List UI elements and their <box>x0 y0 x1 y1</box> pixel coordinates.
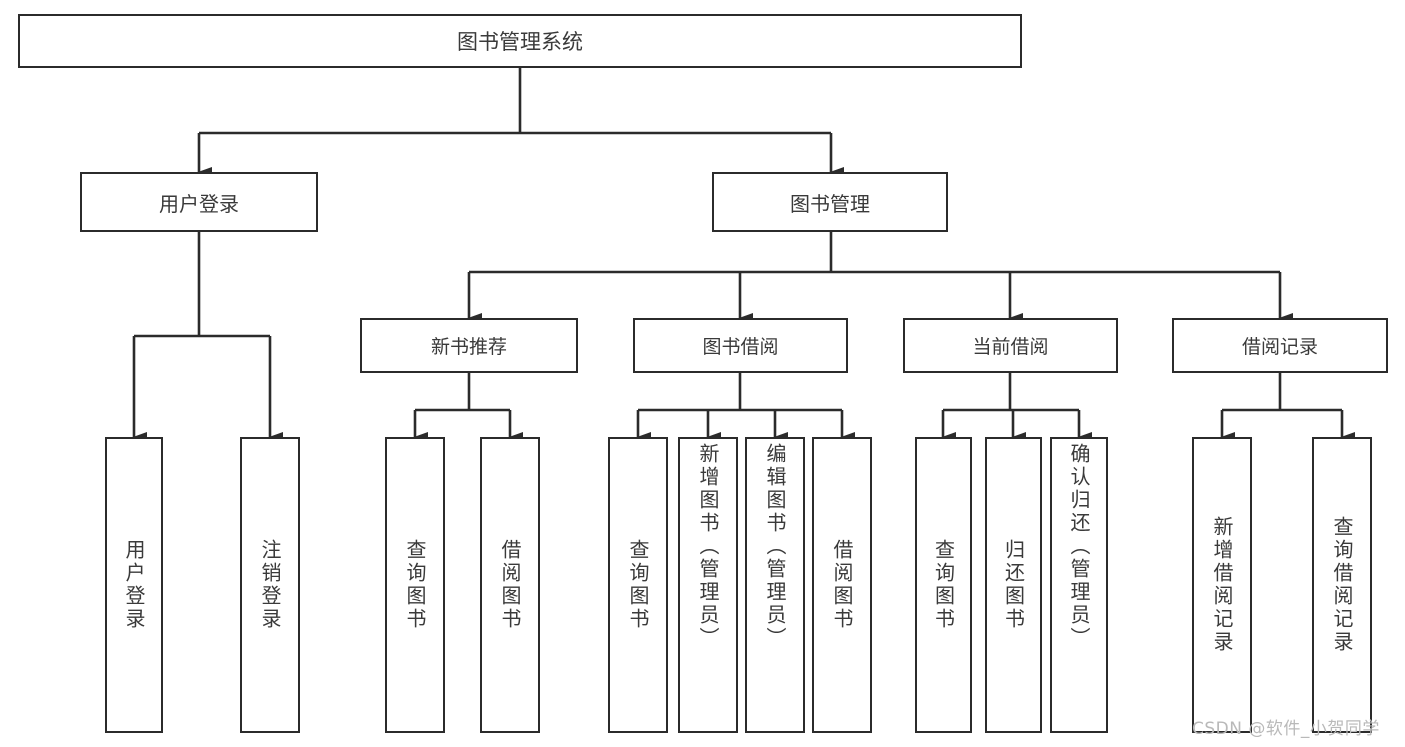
leaf-user-login-label: 用户登录 <box>122 539 146 631</box>
leaf-query-book-current-label: 查询图书 <box>931 539 956 631</box>
node-book-borrow[interactable]: 图书借阅 <box>633 318 848 373</box>
leaf-borrow-book-recommend[interactable]: 借阅图书 <box>480 437 540 733</box>
leaf-logout-label: 注销登录 <box>258 539 282 631</box>
leaf-add-borrow-record[interactable]: 新增借阅记录 <box>1192 437 1252 733</box>
leaf-query-borrow-record[interactable]: 查询借阅记录 <box>1312 437 1372 733</box>
leaf-confirm-return-admin-label: 确认归还（管理员） <box>1067 443 1091 650</box>
leaf-borrow-book-label: 借阅图书 <box>830 539 854 631</box>
leaf-query-borrow-record-label: 查询借阅记录 <box>1330 516 1354 654</box>
leaf-query-book-recommend[interactable]: 查询图书 <box>385 437 445 733</box>
leaf-add-book-admin-label: 新增图书（管理员） <box>696 443 720 650</box>
leaf-query-book-recommend-label: 查询图书 <box>403 539 427 631</box>
node-current-borrow-label: 当前借阅 <box>972 336 1049 358</box>
leaf-borrow-book[interactable]: 借阅图书 <box>812 437 872 733</box>
leaf-query-book-borrow-label: 查询图书 <box>626 539 650 631</box>
node-new-book-recommend[interactable]: 新书推荐 <box>360 318 578 373</box>
node-book-borrow-label: 图书借阅 <box>702 336 779 358</box>
leaf-query-book-current[interactable]: 查询图书 <box>915 437 972 733</box>
leaf-confirm-return-admin[interactable]: 确认归还（管理员） <box>1050 437 1108 733</box>
leaf-add-book-admin[interactable]: 新增图书（管理员） <box>678 437 738 733</box>
csdn-watermark: CSDN @软件_小贺同学 <box>1192 719 1380 739</box>
leaf-add-borrow-record-label: 新增借阅记录 <box>1210 516 1234 654</box>
node-root-label: 图书管理系统 <box>457 30 583 54</box>
leaf-return-book[interactable]: 归还图书 <box>985 437 1042 733</box>
leaf-borrow-book-recommend-label: 借阅图书 <box>498 539 522 631</box>
leaf-return-book-label: 归还图书 <box>1001 539 1026 631</box>
node-current-borrow[interactable]: 当前借阅 <box>903 318 1118 373</box>
node-user-login-label: 用户登录 <box>159 191 239 216</box>
node-new-book-recommend-label: 新书推荐 <box>430 336 507 358</box>
node-borrow-record[interactable]: 借阅记录 <box>1172 318 1388 373</box>
node-borrow-record-label: 借阅记录 <box>1241 336 1318 358</box>
node-root[interactable]: 图书管理系统 <box>18 14 1022 68</box>
leaf-user-login[interactable]: 用户登录 <box>105 437 163 733</box>
node-book-management[interactable]: 图书管理 <box>712 172 948 232</box>
leaf-edit-book-admin[interactable]: 编辑图书（管理员） <box>745 437 805 733</box>
node-user-login[interactable]: 用户登录 <box>80 172 318 232</box>
leaf-logout[interactable]: 注销登录 <box>240 437 300 733</box>
node-book-management-label: 图书管理 <box>790 191 870 216</box>
leaf-edit-book-admin-label: 编辑图书（管理员） <box>763 443 787 650</box>
leaf-query-book-borrow[interactable]: 查询图书 <box>608 437 668 733</box>
